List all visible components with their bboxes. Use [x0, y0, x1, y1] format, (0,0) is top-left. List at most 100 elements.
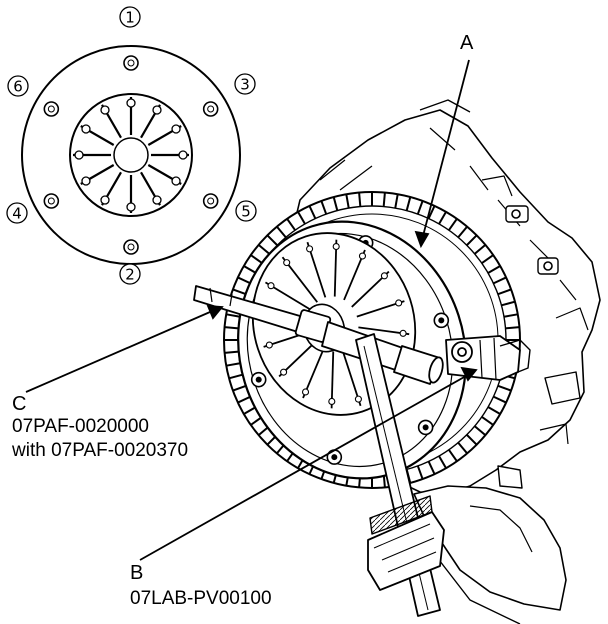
inset-bolt-hole-inner	[207, 105, 215, 113]
ring-gear-tooth	[243, 265, 257, 274]
sequence-number-2: 2	[125, 266, 135, 284]
ring-gear-tooth	[382, 192, 386, 207]
ring-gear-tooth	[332, 196, 339, 211]
ring-gear-tooth	[501, 300, 516, 307]
ring-gear-tooth	[497, 288, 512, 296]
sequence-number-3: 3	[240, 76, 250, 94]
inset-bolt-hole-inner	[47, 197, 55, 205]
sequence-number-markers: 1 2 3 4 5 6	[6, 6, 257, 285]
ring-gear-tooth	[505, 326, 520, 330]
callout-c-with-part: with 07PAF-0020370	[12, 440, 189, 461]
sequence-number-4: 4	[12, 205, 22, 223]
inset-bolt-hole-inner	[127, 59, 135, 67]
leader-arrow-c	[206, 304, 224, 320]
ring-gear-tooth	[405, 196, 412, 211]
pressure-plate-bolt-head	[331, 454, 338, 461]
ring-gear-tooth	[457, 442, 468, 455]
inset-finger-window	[100, 195, 110, 205]
ring-gear-tooth	[487, 406, 501, 415]
ring-gear-tooth	[438, 455, 447, 469]
ring-gear-tooth	[493, 395, 507, 404]
leader-line-a	[422, 59, 470, 237]
diaphragm-finger-window	[399, 329, 407, 337]
ring-gear-tooth	[243, 406, 257, 415]
diaphragm-finger-window	[332, 242, 340, 251]
ring-gear-tooth	[466, 434, 478, 446]
leader-arrow-a	[414, 230, 430, 249]
ring-gear-tooth	[474, 244, 487, 255]
ring-gear-tooth	[226, 362, 241, 367]
ring-gear-tooth	[394, 194, 399, 209]
ring-gear-tooth	[457, 225, 468, 238]
diaphragm-finger-window	[380, 272, 388, 280]
inset-bolt-hole-inner	[47, 105, 55, 113]
ring-gear-tooth	[487, 265, 501, 274]
ring-gear-tooth	[416, 200, 424, 215]
ring-gear-tooth	[427, 205, 436, 219]
ring-gear-tooth	[297, 211, 306, 225]
ring-gear-tooth	[481, 254, 494, 264]
sequence-marker-1: 1	[119, 6, 141, 28]
diaphragm-finger-window	[395, 299, 403, 307]
ring-gear-tooth	[493, 276, 507, 285]
sequence-marker-4: 4	[6, 202, 28, 224]
inset-bolt-hole-inner	[207, 197, 215, 205]
ring-gear-tooth	[276, 225, 287, 238]
ring-gear-tooth	[427, 461, 436, 475]
sequence-number-5: 5	[241, 203, 251, 221]
ring-gear-tooth	[257, 244, 270, 255]
sequence-marker-6: 6	[7, 75, 29, 97]
inset-finger-window	[81, 176, 91, 186]
pressure-plate-bolt-head	[438, 317, 445, 324]
ring-gear-tooth	[474, 425, 487, 436]
pressure-plate-bolt-head	[255, 376, 262, 383]
inset-diaphragm-fingers	[73, 97, 189, 213]
ring-gear-tooth	[503, 313, 518, 318]
ring-gear-tooth	[286, 218, 296, 231]
inset-center-hole	[113, 137, 149, 173]
ring-gear-tooth	[237, 276, 251, 285]
sequence-number-6: 6	[13, 78, 23, 96]
sequence-number-1: 1	[125, 9, 135, 27]
inset-finger-window	[152, 195, 162, 205]
callout-c-part-number: 07PAF-0020000	[12, 416, 149, 437]
pressure-plate-bolt-head	[422, 424, 429, 431]
ring-gear-tooth	[266, 234, 278, 246]
ring-gear-tooth	[250, 254, 263, 264]
diaphragm-finger-window	[267, 282, 275, 290]
ring-gear-tooth	[237, 395, 251, 404]
diaphragm-finger-window	[328, 397, 336, 406]
callout-c-letter: C	[12, 393, 27, 415]
ring-gear-tooth	[232, 288, 247, 296]
ring-gear-tooth	[416, 465, 424, 480]
ring-gear-tooth	[308, 205, 317, 219]
inset-bolt-hole	[202, 193, 219, 209]
inset-bolt-hole-inner	[127, 243, 135, 251]
ring-gear-tooth	[226, 313, 241, 318]
inset-finger-window	[74, 150, 84, 160]
sequence-marker-5: 5	[235, 200, 257, 222]
ring-gear-tooth	[448, 218, 458, 231]
inset-finger-window	[81, 124, 91, 134]
ring-gear-tooth	[232, 384, 247, 392]
sequence-marker-2: 2	[119, 263, 141, 285]
sequence-marker-3: 3	[234, 73, 256, 95]
callout-b-letter: B	[130, 562, 144, 584]
ring-gear-teeth	[224, 192, 520, 488]
ring-gear-tooth	[466, 234, 478, 246]
inset-finger-window	[126, 98, 136, 108]
inset-finger-window	[152, 105, 162, 115]
inset-bolt-hole	[202, 101, 219, 117]
bolt-sequence-inset	[21, 45, 241, 265]
ring-gear-tooth	[497, 384, 512, 392]
inset-bolt-hole	[123, 55, 139, 71]
diaphragm-finger-window	[301, 388, 310, 396]
ring-gear-tooth	[320, 200, 328, 215]
inset-finger-window	[100, 105, 110, 115]
ring-gear-tooth	[481, 416, 494, 426]
diaphragm-finger-window	[265, 341, 273, 349]
inset-bolt-hole	[123, 239, 139, 255]
ring-gear-tooth	[228, 373, 243, 380]
